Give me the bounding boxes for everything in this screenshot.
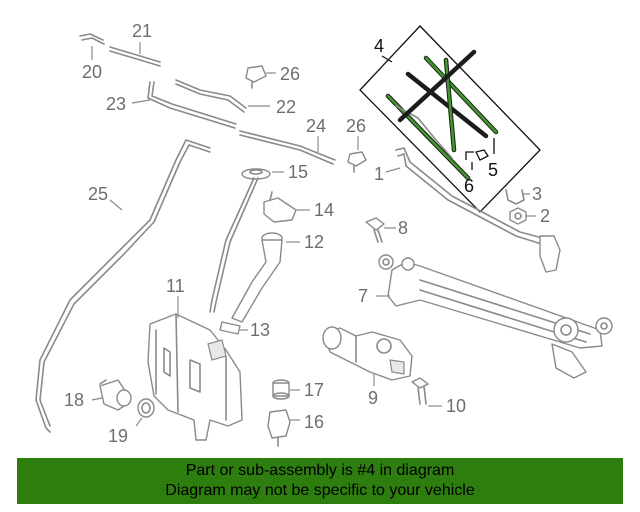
part-4-wiper-blade-kit[interactable]: [359, 25, 541, 213]
part-10-bolt[interactable]: [411, 377, 442, 407]
callout-13: 13: [250, 320, 270, 340]
banner-line-1: Part or sub-assembly is #4 in diagram: [185, 462, 455, 479]
callout-24: 24: [306, 116, 326, 136]
callout-14: 14: [314, 200, 334, 220]
part-26-nozzle-lower[interactable]: [347, 136, 367, 173]
callout-2: 2: [540, 206, 550, 226]
part-25-long-hose[interactable]: [35, 139, 211, 433]
callout-1: 1: [374, 164, 384, 184]
part-13-grommet[interactable]: [219, 321, 248, 335]
callout-16: 16: [304, 412, 324, 432]
callout-7: 7: [358, 286, 368, 306]
part-15-cap[interactable]: [209, 168, 284, 313]
part-1-wiper-arm[interactable]: [385, 147, 561, 273]
part-18-pump[interactable]: [91, 379, 132, 411]
callout-18: 18: [64, 390, 84, 410]
part-14-bracket[interactable]: [263, 191, 310, 223]
callout-20: 20: [82, 62, 102, 82]
callout-9: 9: [368, 388, 378, 408]
callout-15: 15: [288, 162, 308, 182]
callout-8: 8: [398, 218, 408, 238]
callout-3: 3: [532, 184, 542, 204]
part-24-hose[interactable]: [239, 130, 336, 165]
part-16-level-sensor[interactable]: [267, 409, 300, 447]
callout-5: 5: [488, 160, 498, 180]
callout-26: 26: [346, 116, 366, 136]
callout-11: 11: [166, 276, 185, 296]
callout-17: 17: [304, 380, 324, 400]
part-20-hose-end[interactable]: [79, 33, 105, 60]
part-19-seal[interactable]: [135, 398, 155, 427]
callout-21: 21: [132, 21, 152, 41]
callout-22: 22: [276, 97, 296, 117]
part-12-filler-neck[interactable]: [231, 232, 300, 323]
part-23-hose[interactable]: [131, 81, 237, 129]
callout-25: 25: [88, 184, 108, 204]
banner-line-2: Diagram may not be specific to your vehi…: [165, 482, 475, 499]
info-banner: Part or sub-assembly is #4 in diagram Di…: [17, 458, 623, 504]
part-7-linkage[interactable]: [376, 254, 613, 379]
callout-6: 6: [464, 176, 474, 196]
part-11-reservoir[interactable]: [147, 296, 243, 441]
part-8-bolt[interactable]: [365, 217, 396, 243]
part-22-hose[interactable]: [175, 79, 270, 113]
callout-26: 26: [280, 64, 300, 84]
callout-10: 10: [446, 396, 466, 416]
callout-19: 19: [108, 426, 128, 446]
part-3-cap[interactable]: [505, 189, 530, 205]
part-21-hose[interactable]: [109, 42, 161, 67]
callout-4: 4: [374, 36, 384, 56]
callout-23: 23: [106, 94, 126, 114]
part-17-cap[interactable]: [272, 379, 300, 400]
part-9-motor[interactable]: [322, 326, 413, 386]
part-2-nut[interactable]: [509, 207, 536, 225]
part-26-nozzle-upper[interactable]: [245, 65, 276, 89]
callout-12: 12: [304, 232, 324, 252]
